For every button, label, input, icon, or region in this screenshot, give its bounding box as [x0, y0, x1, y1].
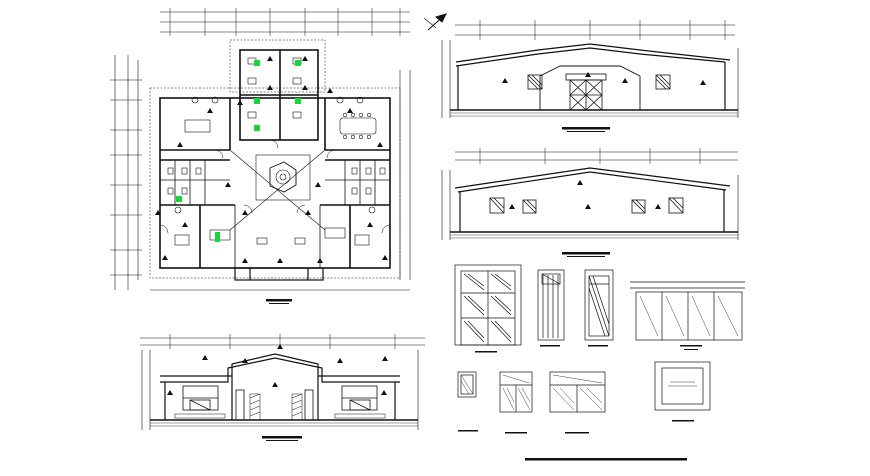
front-elevation-ground	[450, 112, 738, 117]
window-detail-v1	[457, 371, 478, 432]
front-elevation-title	[562, 127, 610, 132]
sheet-title-bar	[525, 458, 687, 461]
section-right-wing	[341, 385, 378, 411]
section-markers	[167, 344, 388, 395]
rear-elevation-ground	[450, 234, 738, 239]
north-arrow-icon	[423, 13, 447, 31]
front-elevation-dimension-lines	[441, 24, 739, 118]
section-ground	[150, 422, 418, 427]
rear-elevation	[441, 148, 739, 257]
front-elevation	[441, 20, 739, 132]
highlighted-fixtures	[176, 60, 301, 242]
section-dimension-lines	[140, 337, 425, 430]
door-schedule	[454, 264, 745, 353]
section-structure	[150, 353, 418, 421]
rear-elevation-dimension-lines	[441, 151, 739, 240]
window-detail-v2	[499, 371, 533, 434]
rear-elevation-markers	[509, 180, 661, 209]
section-left-wing	[182, 385, 314, 421]
central-hall	[229, 149, 326, 231]
floor-plan-grid-ticks	[110, 8, 401, 276]
window-detail-w-wide	[630, 281, 745, 350]
rear-windows	[489, 197, 684, 214]
floor-plan-title	[266, 299, 292, 304]
door-detail-d1	[454, 264, 522, 353]
entrance-porch	[234, 267, 324, 281]
door-detail-d2	[537, 269, 565, 347]
window-schedule	[457, 361, 711, 461]
front-windows	[527, 74, 671, 90]
window-detail-v4	[654, 361, 711, 422]
door-detail-d3	[584, 269, 614, 347]
rear-elevation-walls	[450, 167, 738, 233]
floor-plan-furniture	[167, 57, 386, 246]
rear-elevation-ticks	[479, 148, 701, 164]
floor-plan	[110, 8, 411, 304]
door-swings	[159, 139, 391, 234]
floor-plan-partitions	[160, 160, 390, 268]
window-detail-v3	[549, 371, 606, 434]
front-elevation-ticks	[479, 20, 726, 40]
front-elevation-markers	[502, 72, 706, 85]
rear-elevation-title	[562, 252, 610, 257]
section	[140, 334, 425, 441]
section-hatching	[174, 393, 386, 421]
section-title	[262, 436, 302, 441]
level-markers	[155, 56, 388, 263]
roof-outline	[149, 39, 401, 279]
front-door	[565, 73, 607, 111]
